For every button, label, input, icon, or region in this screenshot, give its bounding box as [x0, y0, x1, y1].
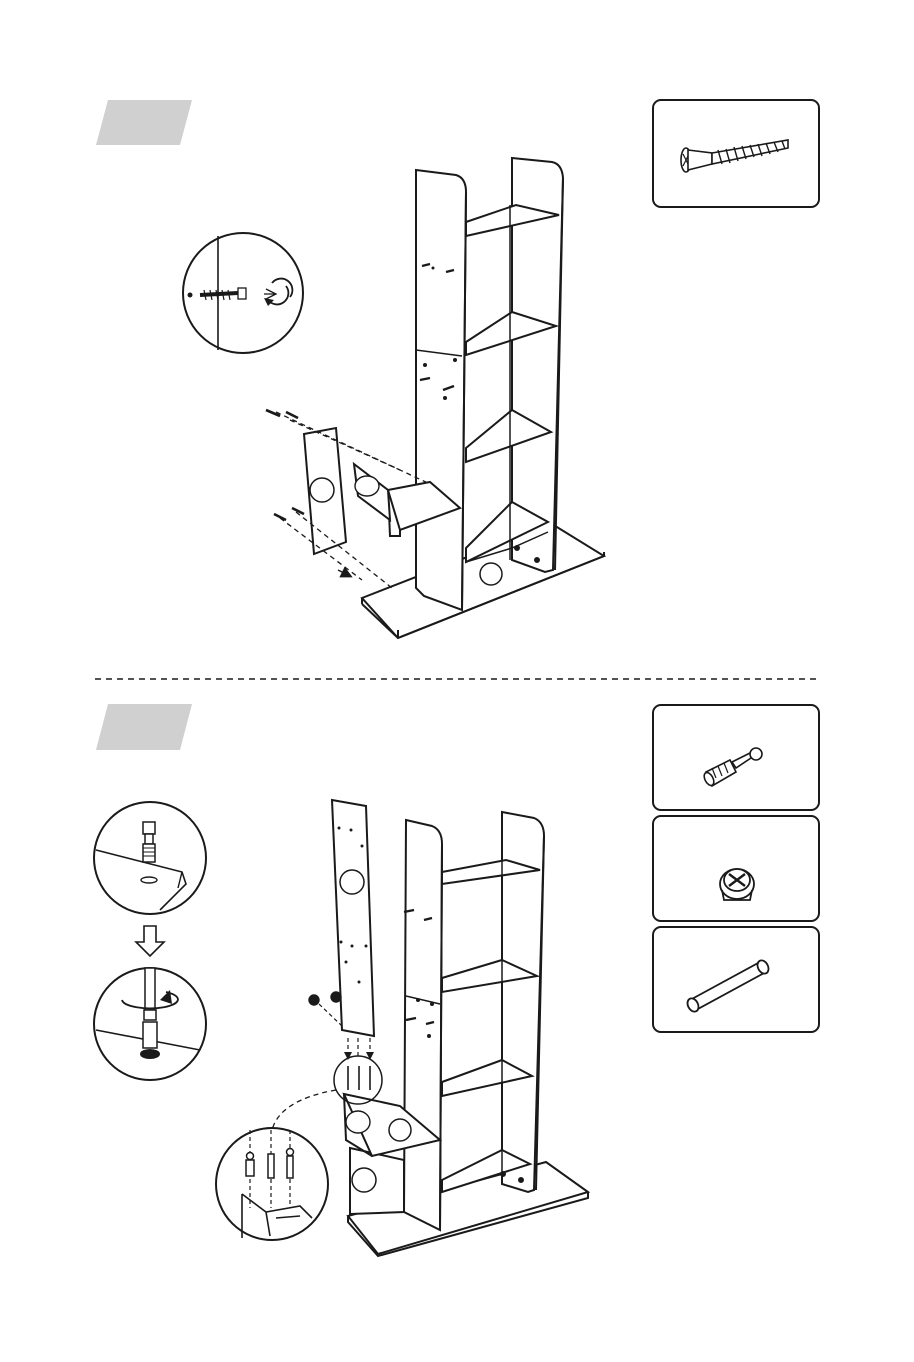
- down-arrow-icon: [136, 926, 164, 956]
- part-label-2b: [389, 1119, 411, 1141]
- screw-into-panel-detail: [183, 233, 303, 353]
- bookcase-step1: [266, 158, 604, 638]
- step-2: [94, 704, 819, 1256]
- part-label-1b: [310, 478, 334, 502]
- cam-bolt-insert-detail: [94, 802, 206, 914]
- part-label-2c: [352, 1168, 376, 1192]
- hardware-box-cam-lock: [653, 816, 819, 921]
- hardware-box-cam-bolt: [653, 705, 819, 810]
- hardware-box-long-screw: [653, 100, 819, 207]
- cam-lock-small: [309, 992, 341, 1005]
- part-label-1a: [480, 563, 502, 585]
- step-2-badge: [96, 704, 192, 750]
- step-1-badge: [96, 100, 192, 145]
- cam-lock-icon: [720, 869, 754, 900]
- connector-magnified-detail: [216, 1128, 328, 1240]
- cam-bolt-screw-detail: [94, 968, 206, 1080]
- part-label-2a: [340, 870, 364, 894]
- step-1: [96, 100, 819, 638]
- hardware-box-dowel: [653, 927, 819, 1032]
